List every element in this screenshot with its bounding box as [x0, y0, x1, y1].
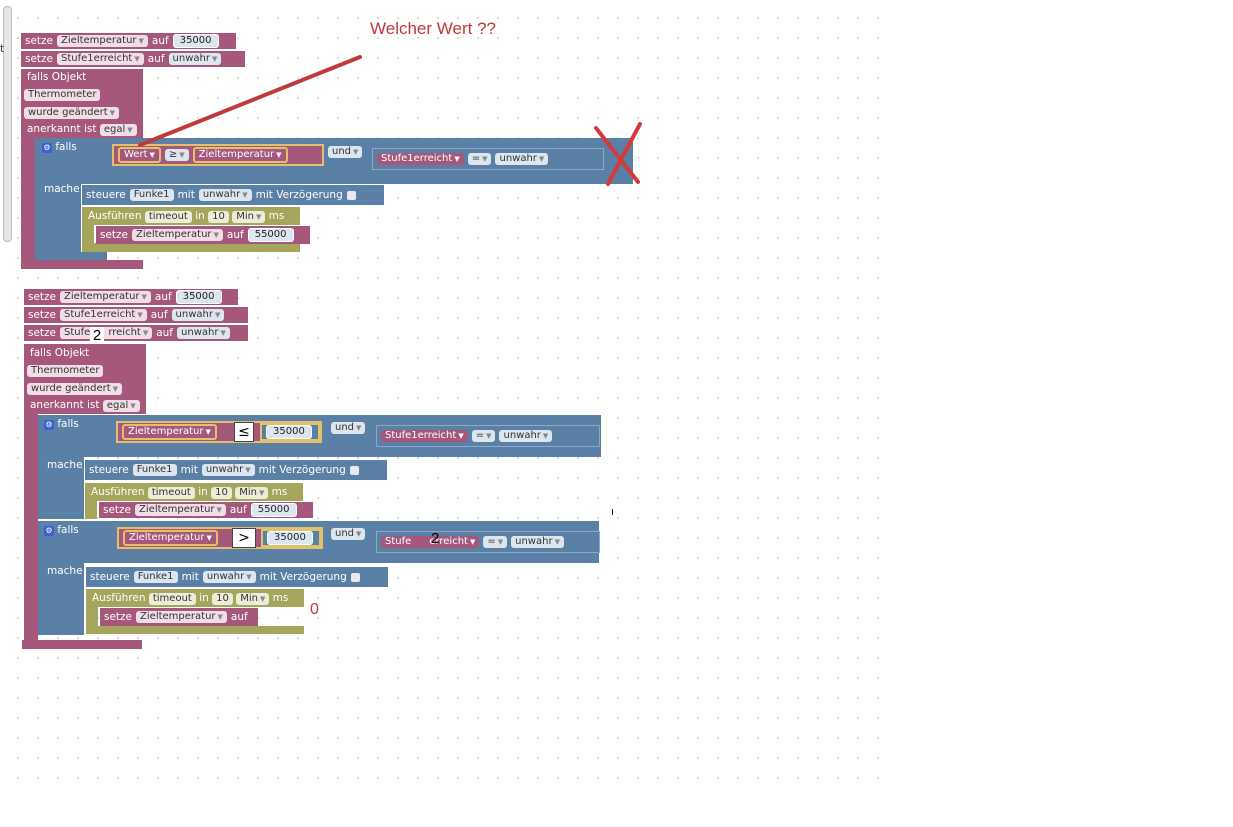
egal-dropdown[interactable]: egal▼	[99, 124, 137, 136]
timeout-value[interactable]: 10	[208, 211, 229, 223]
steuere-block[interactable]: steuere Funke1 mit unwahr▼ mit Verzögeru…	[82, 185, 384, 205]
if-block-bottom	[35, 252, 107, 260]
gear-icon[interactable]: ⚙	[44, 420, 54, 430]
set-zieltemperatur-55000[interactable]: setze Zieltemperatur▼ auf 55000	[96, 226, 310, 244]
if-block-a-left	[38, 457, 84, 519]
anerkannt-row: anerkannt ist egal▼	[27, 122, 137, 136]
und-dropdown[interactable]: und▼	[328, 144, 363, 158]
unit-dropdown[interactable]: Min▼	[232, 211, 266, 223]
annotation-zero: 0	[310, 601, 319, 618]
trigger-block-left-2	[24, 414, 38, 646]
workspace-grid	[0, 0, 880, 780]
operator-gt[interactable]: >	[232, 528, 256, 548]
annotation-question: Welcher Wert ??	[370, 19, 496, 38]
set-zieltemperatur-block[interactable]: setze Zieltemperatur▼ auf 35000	[21, 33, 236, 49]
var-dropdown[interactable]: Zieltemperatur▼	[57, 35, 148, 47]
mache-label: mache	[44, 183, 80, 195]
timeout-block-bottom	[82, 243, 300, 252]
var-dropdown[interactable]: Zieltemperatur▼	[132, 229, 223, 241]
steuere-block-a[interactable]: steuere Funke1 mit unwahr▼ mit Verzögeru…	[85, 460, 387, 480]
annotation-two-b: 2	[431, 530, 440, 547]
set-stufe1-block[interactable]: setze Stufe1erreicht▼ auf unwahr▼	[21, 51, 245, 67]
dropdown-arrow-icon: ▼	[134, 55, 140, 63]
bool-dropdown[interactable]: unwahr▼	[168, 53, 222, 65]
trigger-block-left	[21, 139, 35, 267]
bool-dropdown[interactable]: unwahr▼	[495, 153, 549, 165]
trigger-block-bottom	[21, 260, 143, 269]
var-dropdown[interactable]: Stufe1erreicht▼	[57, 53, 144, 65]
trigger-block-bottom-2	[22, 640, 142, 649]
value-35000[interactable]: 35000	[172, 34, 219, 48]
timeout-name[interactable]: timeout	[144, 211, 192, 223]
thermometer-field[interactable]: Thermometer	[24, 87, 101, 101]
stufe1-dropdown[interactable]: Stufe1erreicht▼	[377, 153, 464, 165]
if-block-b-left	[38, 563, 84, 635]
value-35000-slot[interactable]: 35000	[260, 423, 320, 441]
falls-label: ⚙ falls	[42, 141, 77, 153]
dropdown-arrow-icon: ▼	[138, 37, 144, 45]
if-block-left	[35, 184, 81, 258]
timeout-block-left	[82, 225, 94, 245]
gear-icon[interactable]: ⚙	[42, 143, 52, 153]
stray-t: t	[0, 43, 5, 55]
state-dropdown[interactable]: unwahr▼	[198, 189, 252, 201]
operator-le[interactable]: ≤	[234, 422, 254, 442]
change-dropdown[interactable]: wurde geändert▼	[24, 105, 120, 119]
zieltemp-dropdown[interactable]: Zieltemperatur▼	[192, 147, 288, 163]
device-field[interactable]: Funke1	[129, 189, 174, 201]
set-zieltemperatur-block-2[interactable]: setze Zieltemperatur▼ auf 35000	[24, 289, 238, 305]
set-stufe1-block-2[interactable]: setze Stufe1erreicht▼ auf unwahr▼	[24, 307, 248, 323]
compare-block[interactable]: Wert▼ ≥▼ Zieltemperatur▼	[112, 144, 324, 166]
dropdown-arrow-icon: ▼	[211, 55, 218, 63]
value-55000[interactable]: 55000	[247, 228, 294, 242]
checkbox-icon[interactable]	[346, 190, 356, 200]
falls-objekt-label: falls Objekt	[27, 71, 87, 83]
annotation-two-a: 2	[90, 327, 104, 345]
checkbox-icon[interactable]	[349, 465, 359, 475]
arrow-line-icon	[138, 55, 362, 147]
checkbox-icon[interactable]	[350, 572, 360, 582]
compare-block-2[interactable]: Stufe1erreicht▼ =▼ unwahr▼	[372, 148, 604, 170]
cross-icon	[594, 122, 642, 186]
eq-dropdown[interactable]: =▼	[467, 153, 492, 165]
dropdown-arrow-icon: ▼	[127, 126, 133, 134]
operator-dropdown[interactable]: ≥▼	[164, 149, 189, 161]
timeout-row: Ausführen timeout in 10 Min▼ ms	[88, 210, 285, 223]
dropdown-arrow-icon: ▼	[109, 109, 116, 117]
wert-dropdown[interactable]: Wert▼	[118, 147, 161, 163]
workspace-scrollbar[interactable]	[3, 6, 12, 242]
gear-icon[interactable]: ⚙	[44, 526, 54, 536]
